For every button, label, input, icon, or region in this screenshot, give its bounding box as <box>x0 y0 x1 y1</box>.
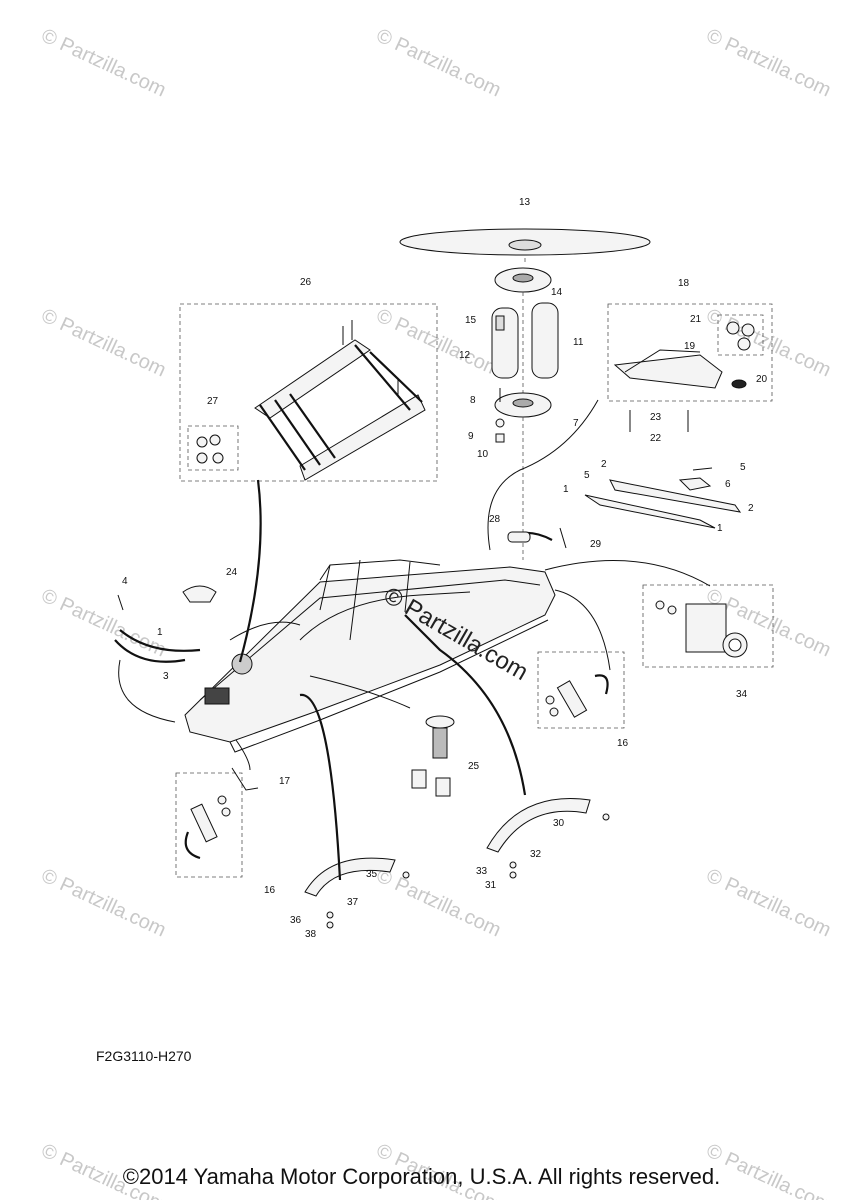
callout-32: 32 <box>530 849 542 860</box>
callout-22: 22 <box>650 433 662 444</box>
callout-7: 7 <box>573 418 579 429</box>
callout-16: 16 <box>617 738 629 749</box>
seat-bracket-group <box>607 303 773 432</box>
callout-13: 13 <box>519 197 531 208</box>
tow-hook <box>411 715 455 797</box>
ladder-group <box>179 303 438 482</box>
callout-17: 17 <box>279 776 291 787</box>
diagram-code: F2G3110-H270 <box>96 1048 192 1064</box>
callout-4: 4 <box>122 576 128 587</box>
bimini-top <box>399 228 651 265</box>
callout-35: 35 <box>366 869 378 880</box>
callout-8: 8 <box>470 395 476 406</box>
watermark: © Partzilla.com <box>703 25 834 102</box>
callout-21: 21 <box>690 314 702 325</box>
callout-1: 1 <box>157 627 163 638</box>
handle-rails <box>304 798 610 929</box>
callout-37: 37 <box>347 897 359 908</box>
callout-20: 20 <box>756 374 768 385</box>
stern-light-group <box>642 584 774 668</box>
watermark: © Partzilla.com <box>38 865 169 942</box>
callout-24: 24 <box>226 567 238 578</box>
callout-1: 1 <box>563 484 569 495</box>
watermark: © Partzilla.com <box>38 585 169 662</box>
leader-lines <box>118 399 711 881</box>
callout-15: 15 <box>465 315 477 326</box>
callout-2: 2 <box>601 459 607 470</box>
callout-5: 5 <box>740 462 746 473</box>
callout-labels: 13 14 15 11 12 8 7 9 10 26 27 18 21 19 2… <box>122 197 768 940</box>
callout-2: 2 <box>748 503 754 514</box>
left-parts <box>114 585 217 663</box>
callout-19: 19 <box>684 341 696 352</box>
watermark: © Partzilla.com <box>38 305 169 382</box>
callout-34: 34 <box>736 689 748 700</box>
watermark: © Partzilla.com <box>703 865 834 942</box>
callout-9: 9 <box>468 431 474 442</box>
callout-38: 38 <box>305 929 317 940</box>
callout-12: 12 <box>459 350 471 361</box>
watermark: © Partzilla.com <box>703 305 834 382</box>
cleat-assembly-left <box>175 767 259 878</box>
rail-assembly <box>584 467 742 529</box>
callout-10: 10 <box>477 449 489 460</box>
callout-33: 33 <box>476 866 488 877</box>
callout-18: 18 <box>678 278 690 289</box>
callout-5: 5 <box>584 470 590 481</box>
callout-28: 28 <box>489 514 501 525</box>
callout-11: 11 <box>573 337 584 348</box>
callout-23: 23 <box>650 412 662 423</box>
watermark: © Partzilla.com <box>373 305 504 382</box>
callout-3: 3 <box>163 671 169 682</box>
callout-1: 1 <box>717 523 723 534</box>
cleat-assembly-right <box>537 651 625 729</box>
callout-6: 6 <box>725 479 731 490</box>
callout-25: 25 <box>468 761 480 772</box>
pole-tubes <box>491 302 559 379</box>
top-mount-plate <box>494 267 552 395</box>
callout-14: 14 <box>551 287 563 298</box>
watermark: © Partzilla.com <box>373 25 504 102</box>
callout-27: 27 <box>207 396 219 407</box>
boat-hull <box>184 559 556 753</box>
hand-grip <box>507 527 567 549</box>
callout-30: 30 <box>553 818 565 829</box>
callout-29: 29 <box>590 539 602 550</box>
copyright-notice: ©2014 Yamaha Motor Corporation, U.S.A. A… <box>122 1164 721 1189</box>
callout-26: 26 <box>300 277 312 288</box>
callout-31: 31 <box>485 880 497 891</box>
callout-16: 16 <box>264 885 276 896</box>
callout-36: 36 <box>290 915 302 926</box>
watermark: © Partzilla.com <box>38 25 169 102</box>
